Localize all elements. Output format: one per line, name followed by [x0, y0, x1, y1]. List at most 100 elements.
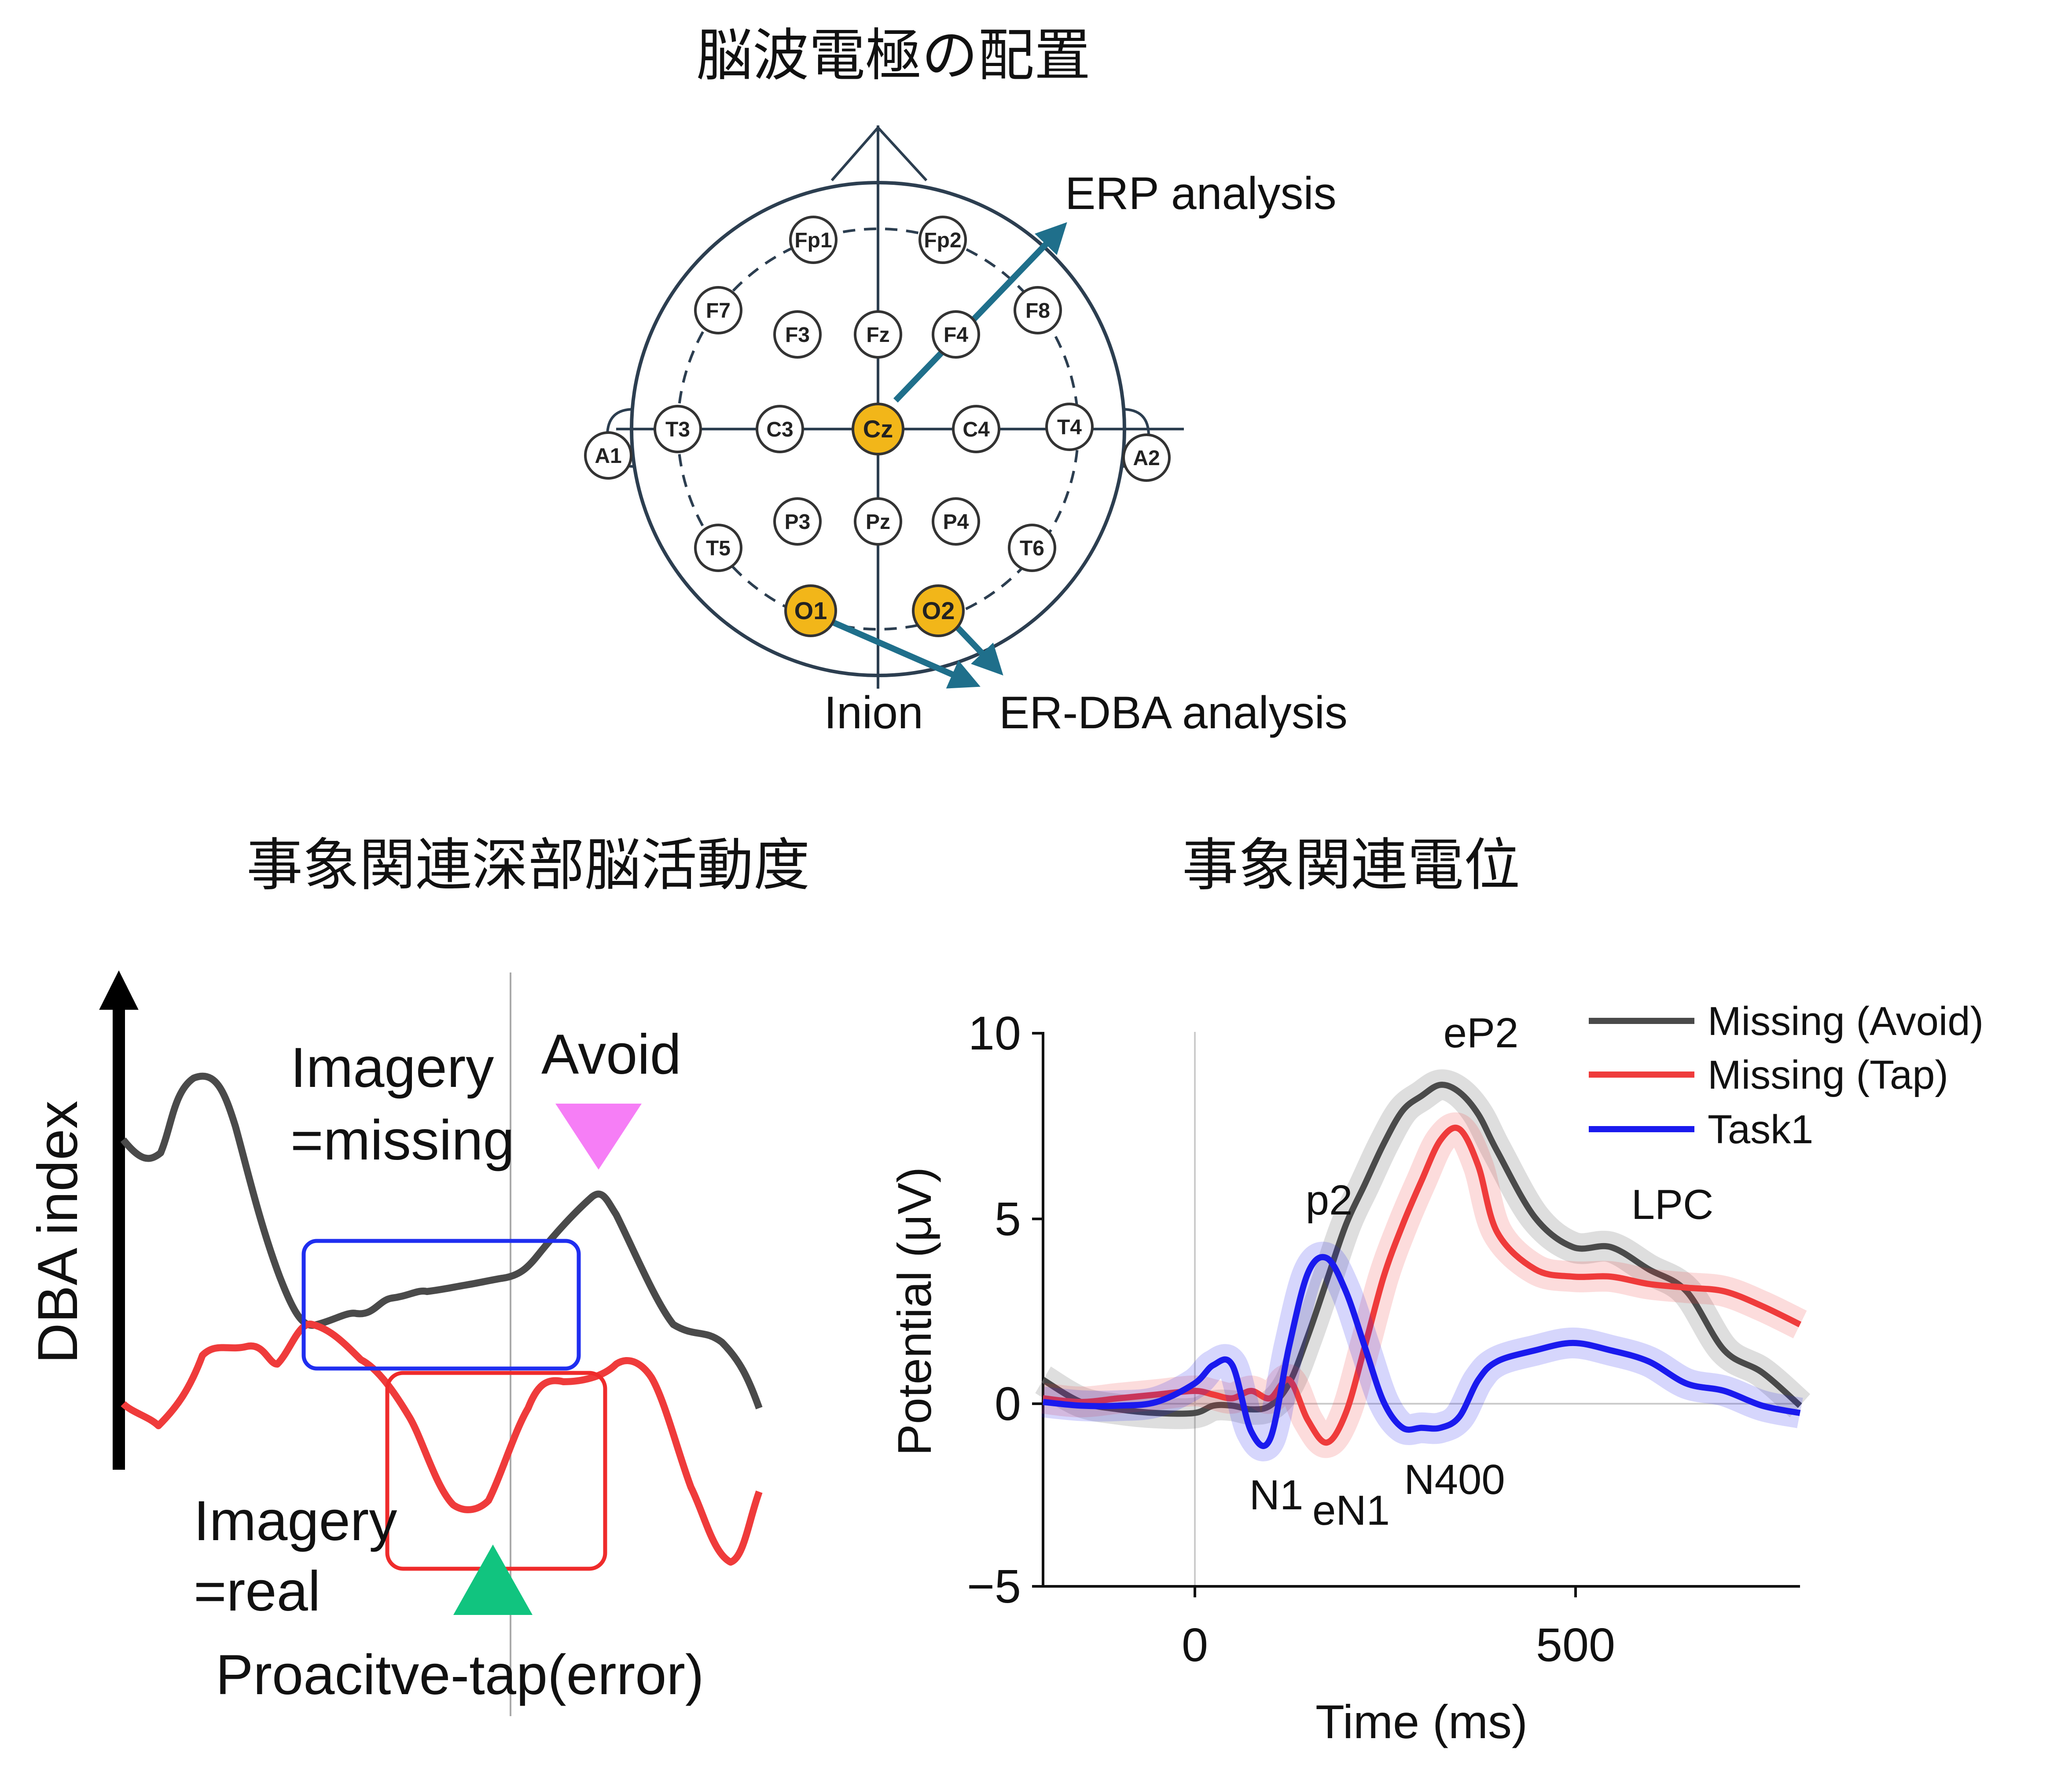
erp-series-line-0 — [1041, 1082, 1802, 1417]
dba-arrow-o1 — [817, 613, 981, 689]
electrode-C4-label: C4 — [963, 418, 990, 441]
erp-series-line-2 — [1043, 1254, 1801, 1449]
title-er-dba: 事象関連深部脳活動度 — [246, 833, 810, 898]
electrode-F4-dot — [932, 310, 980, 359]
electrode-P3: P3 — [773, 497, 822, 546]
electrode-F3-label: F3 — [785, 323, 810, 347]
electrode-P4-label: P4 — [943, 510, 969, 534]
dba-panel: DBA index Imagery =missing Avoid Imagery… — [26, 970, 763, 1716]
ytick-label-neg5: −5 — [967, 1559, 1021, 1613]
title-erp: 事象関連電位 — [1182, 833, 1520, 898]
xtick-label-0: 0 — [1182, 1618, 1208, 1671]
real-highlight-box — [385, 1371, 607, 1571]
electrode-T3-dot — [654, 405, 702, 453]
electrode-T6-dot — [1008, 524, 1056, 572]
electrode-Fp1: Fp1 — [789, 216, 838, 264]
label-imagery-real-2: =real — [194, 1560, 320, 1623]
electrode-Fz-dot — [854, 310, 902, 359]
dba-real-curve — [121, 1321, 763, 1566]
erp-arrow — [893, 222, 1067, 403]
electrode-F3: F3 — [773, 310, 822, 359]
electrode-O2-dot — [912, 584, 965, 637]
dba-xlabel: Proacitve-tap(error) — [216, 1644, 704, 1706]
electrode-P3-dot — [773, 497, 822, 546]
electrode-A1-label: A1 — [595, 444, 621, 468]
legend-label-avoid: Missing (Avoid) — [1708, 999, 1984, 1044]
dba-missing-curve — [120, 1072, 763, 1409]
legend-label-task1: Task1 — [1708, 1107, 1813, 1152]
electrode-Cz-label: Cz — [863, 415, 893, 443]
label-imagery-missing-2: =missing — [290, 1109, 514, 1172]
electrode-Cz-dot — [852, 403, 904, 455]
electrode-Fp2-label: Fp2 — [924, 229, 961, 252]
electrode-Pz-dot — [854, 497, 902, 546]
annotation-N400: N400 — [1404, 1456, 1505, 1503]
erp-series-band-0 — [1035, 1069, 1811, 1429]
electrode-F3-dot — [773, 310, 822, 359]
annotation-eP2: eP2 — [1444, 1009, 1519, 1057]
eeg-montage: Fp1 Fp2 F7 F3 Fz F4 F8 A1 T3 C3 Cz C4 T4… — [584, 125, 1348, 738]
electrode-Fp1-label: Fp1 — [794, 229, 832, 252]
electrode-F8-dot — [1014, 286, 1062, 334]
electrode-F7: F7 — [694, 286, 742, 334]
title-electrode-placement: 脳波電極の配置 — [696, 23, 1091, 88]
annotation-eN1: eN1 — [1312, 1487, 1390, 1534]
electrode-A1: A1 — [584, 431, 632, 480]
electrode-T5-label: T5 — [706, 537, 731, 560]
electrode-A2: A2 — [1122, 433, 1171, 482]
electrode-O1-dot — [784, 584, 837, 637]
electrode-C4-dot — [952, 405, 1000, 453]
electrode-T6: T6 — [1008, 524, 1056, 572]
electrode-F4: F4 — [932, 310, 980, 359]
legend-label-tap: Missing (Tap) — [1708, 1053, 1948, 1097]
electrode-T4: T4 — [1045, 403, 1094, 451]
electrode-F7-dot — [694, 286, 742, 334]
erp-legend: Missing (Avoid) Missing (Tap) Task1 — [1589, 999, 1984, 1152]
electrode-F8: F8 — [1014, 286, 1062, 334]
electrode-Fp2-dot — [918, 216, 967, 264]
ytick-label-0: 0 — [995, 1377, 1021, 1430]
erp-ylabel: Potential (μV) — [888, 1167, 941, 1456]
electrode-F4-label: F4 — [944, 323, 968, 347]
label-imagery-missing-1: Imagery — [290, 1036, 494, 1099]
electrode-Pz: Pz — [854, 497, 902, 546]
real-marker — [453, 1545, 533, 1615]
electrode-Fz: Fz — [854, 310, 902, 359]
erp-series — [1035, 1069, 1811, 1461]
inion-label: Inion — [824, 687, 923, 738]
missing-highlight-box — [301, 1239, 581, 1371]
erp-series-line-1 — [1043, 1124, 1802, 1446]
electrode-T3-label: T3 — [665, 418, 690, 441]
electrode-O2-label: O2 — [922, 597, 955, 624]
electrode-P4-dot — [932, 497, 980, 546]
dba-arrow-o2 — [952, 623, 1003, 676]
electrode-T3: T3 — [654, 405, 702, 453]
electrode-Fz-label: Fz — [866, 323, 889, 347]
erp-chart: 10 5 0 −5 0 500 Time (ms) Potential (μV)… — [888, 999, 1984, 1748]
electrode-O1-label: O1 — [794, 597, 827, 624]
electrode-O2: O2 — [912, 584, 965, 637]
electrode-F7-label: F7 — [706, 299, 731, 323]
avoid-marker — [555, 1104, 642, 1170]
label-avoid: Avoid — [541, 1023, 681, 1086]
erp-y-ticks: 10 5 0 −5 — [967, 1006, 1043, 1613]
electrode-A1-dot — [584, 431, 632, 480]
xtick-label-500: 500 — [1536, 1618, 1615, 1671]
annotation-LPC: LPC — [1631, 1181, 1714, 1228]
electrode-T6-label: T6 — [1020, 537, 1044, 560]
erp-xlabel: Time (ms) — [1315, 1695, 1528, 1748]
electrode-T4-dot — [1045, 403, 1094, 451]
ytick-label-10: 10 — [968, 1006, 1021, 1060]
electrode-T4-label: T4 — [1057, 416, 1082, 439]
ytick-label-5: 5 — [995, 1192, 1021, 1245]
electrode-P3-label: P3 — [785, 510, 811, 534]
electrode-F8-label: F8 — [1025, 299, 1050, 323]
erp-x-ticks: 0 500 — [1182, 1586, 1615, 1671]
erp-analysis-label: ERP analysis — [1065, 168, 1337, 219]
electrode-C3: C3 — [756, 405, 804, 453]
label-imagery-real-1: Imagery — [194, 1490, 397, 1552]
electrode-Fp2: Fp2 — [918, 216, 967, 264]
electrode-C4: C4 — [952, 405, 1000, 453]
electrode-Fp1-dot — [789, 216, 838, 264]
